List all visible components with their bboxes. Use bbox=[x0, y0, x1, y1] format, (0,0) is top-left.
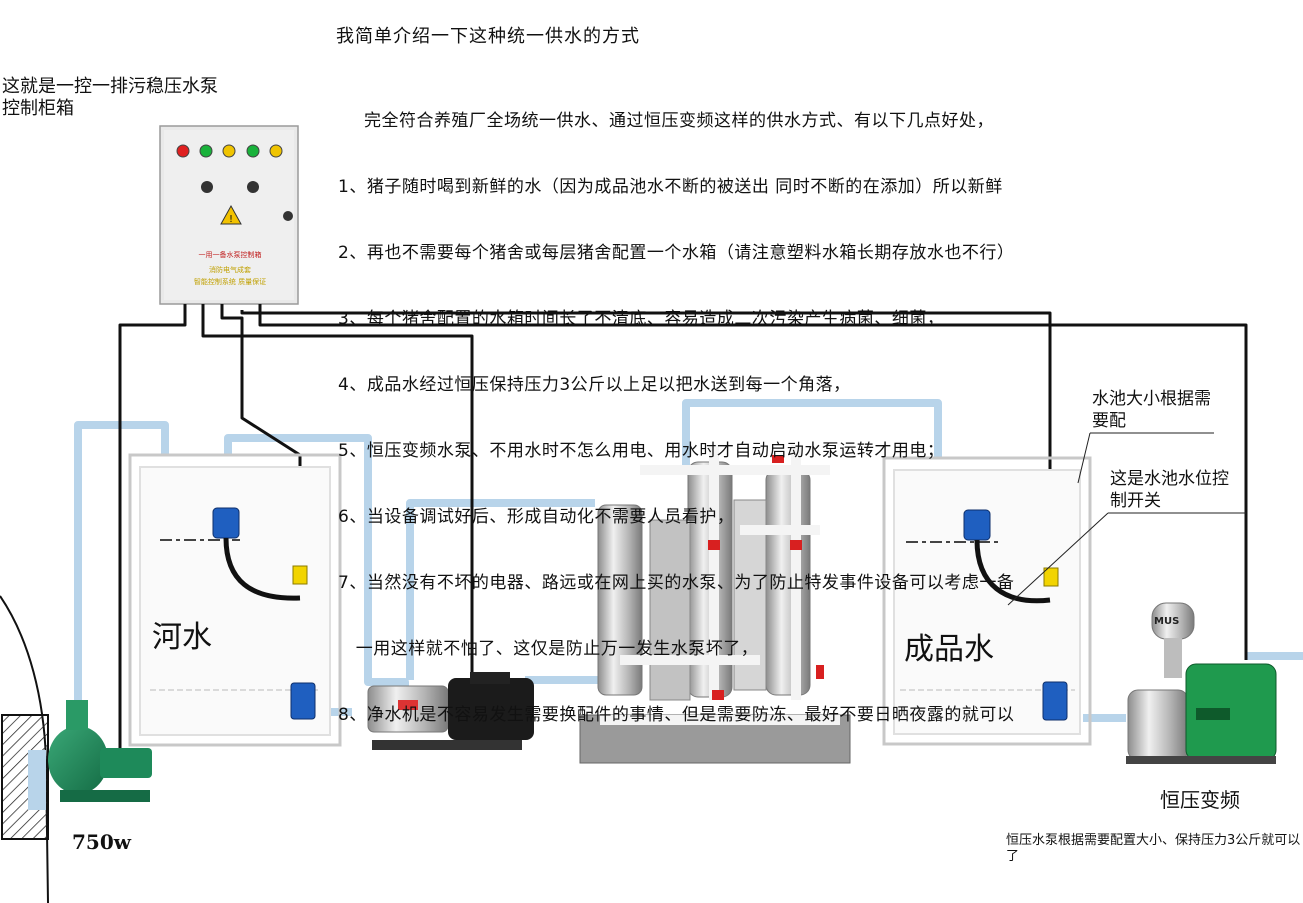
selector-switch-1 bbox=[201, 181, 213, 193]
control-cabinet: ! bbox=[159, 125, 299, 305]
level-switch-note: 这是水池水位控制开关 bbox=[1110, 469, 1229, 511]
benefit-list: 完全符合养殖厂全场统一供水、通过恒压变频这样的供水方式、有以下几点好处， 1、猪… bbox=[338, 66, 1014, 748]
benefit-item: 2、再也不需要每个猪舍或每层猪舍配置一个水箱（请注意塑料水箱长期存放水也不行） bbox=[338, 243, 1015, 263]
water-purifier bbox=[579, 445, 851, 764]
river-tank bbox=[128, 453, 342, 747]
stop-knob bbox=[283, 211, 293, 221]
warning-icon bbox=[220, 204, 242, 225]
benefit-item: 6、当设备调试好后、形成自动化不需要人员看护， bbox=[338, 507, 735, 527]
indicator-lights bbox=[176, 144, 283, 158]
benefit-item: 5、恒压变频水泵、不用水时不怎么用电、用水时才自动启动水泵运转才用电； bbox=[338, 441, 945, 461]
page-title: 我简单介绍一下这种统一供水的方式 bbox=[336, 26, 640, 47]
svg-text:!: ! bbox=[229, 214, 233, 225]
booster-pump bbox=[1126, 602, 1277, 764]
selector-switch-2 bbox=[247, 181, 259, 193]
benefit-item: 8、净水机是不容易发生需要换配件的事情、但是需要防冻、最好不要日晒夜露的就可以 bbox=[338, 705, 1015, 725]
bottom-note: 恒压水泵根据需要配置大小、保持压力3公斤就可以了 bbox=[1006, 833, 1301, 864]
pump-power-label: 750w bbox=[72, 830, 131, 854]
cabinet-panel-sub2: 智能控制系统 质量保证 bbox=[193, 278, 267, 286]
sewage-pump bbox=[28, 700, 152, 810]
product-tank-label: 成品水 bbox=[904, 632, 994, 667]
river-tank-label: 河水 bbox=[152, 620, 212, 655]
intro-line: 完全符合养殖厂全场统一供水、通过恒压变频这样的供水方式、有以下几点好处， bbox=[364, 111, 994, 131]
cabinet-panel-title: 一用一备水泵控制箱 bbox=[198, 251, 262, 259]
multistage-pump bbox=[367, 672, 534, 750]
pool-size-note: 水池大小根据需要配 bbox=[1092, 389, 1211, 431]
benefit-item: 7、当然没有不坏的电器、路远或在网上买的水泵、为了防止特发事件设备可以考虑一备 bbox=[338, 573, 1015, 593]
product-tank bbox=[882, 456, 1092, 746]
benefit-item: 一用这样就不怕了、这仅是防止万一发生水泵坏了， bbox=[338, 639, 759, 659]
booster-label: 恒压变频 bbox=[1160, 788, 1240, 812]
benefit-item: 3、每个猪舍配置的水箱时间长了不清底、容易造成二次污染产生病菌、细菌， bbox=[338, 309, 945, 329]
cabinet-label: 这就是一控一排污稳压水泵控制柜箱 bbox=[2, 76, 218, 119]
cabinet-panel-sub1: 消防电气成套 bbox=[209, 266, 251, 274]
note-pointers bbox=[1007, 432, 1246, 606]
booster-brand-mark: MUS bbox=[1154, 616, 1180, 627]
control-cables bbox=[118, 304, 1248, 772]
wall bbox=[0, 595, 49, 903]
benefit-item: 4、成品水经过恒压保持压力3公斤以上足以把水送到每一个角落， bbox=[338, 375, 851, 395]
benefit-item: 1、猪子随时喝到新鲜的水（因为成品池水不断的被送出 同时不断的在添加）所以新鲜 bbox=[338, 177, 1003, 197]
